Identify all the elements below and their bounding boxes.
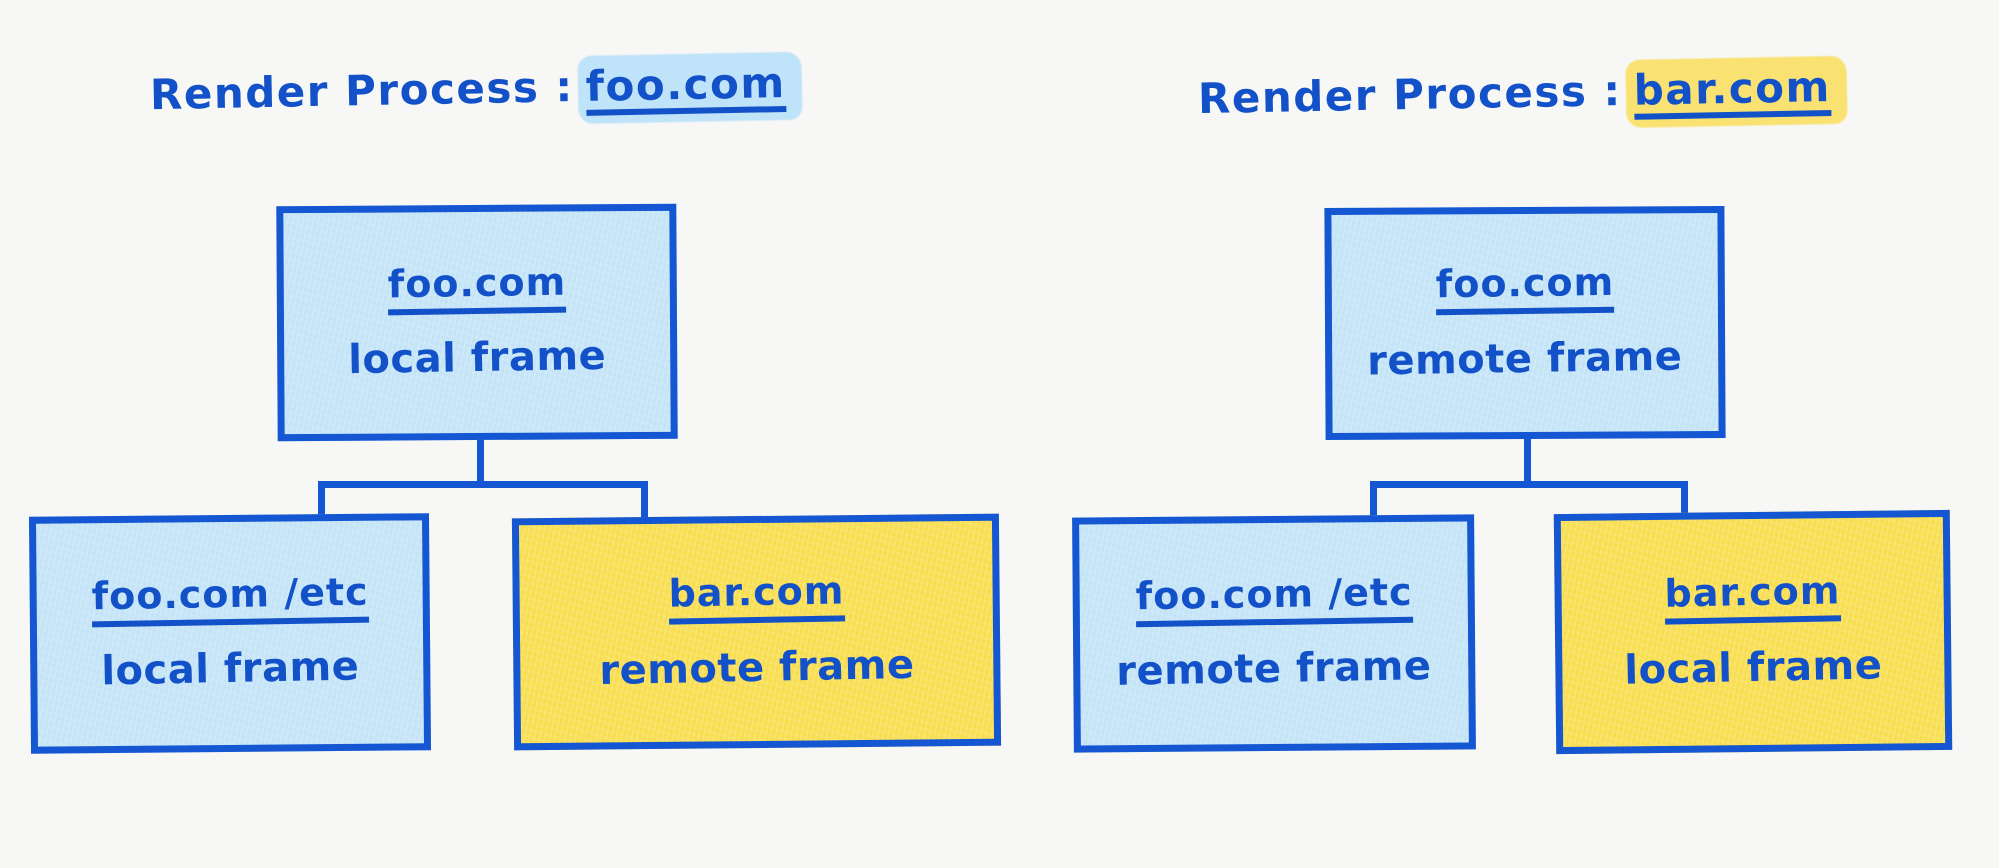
right-node-child-right-url: bar.com <box>1664 568 1842 625</box>
right-connector-to-child-right <box>1681 481 1688 521</box>
right-connector-to-child-left <box>1370 481 1377 521</box>
left-node-root[interactable]: foo.com local frame <box>276 203 678 442</box>
left-connector-to-child-left <box>318 481 325 521</box>
left-connector-root-drop <box>477 434 484 488</box>
right-connector-horizontal <box>1370 481 1688 488</box>
left-node-child-right-url: bar.com <box>668 568 845 625</box>
left-node-child-right[interactable]: bar.com remote frame <box>511 513 1002 751</box>
left-title-prefix: Render Process : <box>149 62 575 120</box>
left-node-root-url: foo.com <box>387 259 567 315</box>
right-connector-root-drop <box>1524 434 1531 488</box>
left-node-root-frame: local frame <box>347 333 607 384</box>
left-title-target: foo.com <box>585 58 787 116</box>
right-node-root-url: foo.com <box>1435 260 1615 316</box>
right-node-child-left-url: foo.com /etc <box>1135 569 1413 627</box>
right-node-child-right-frame: local frame <box>1623 642 1883 694</box>
right-diagram-title: Render Process :bar.com <box>1198 60 1842 130</box>
right-title-prefix: Render Process : <box>1197 66 1623 124</box>
left-connector-horizontal <box>318 481 648 488</box>
left-node-child-left-frame: local frame <box>100 643 360 695</box>
left-node-child-right-frame: remote frame <box>598 641 915 695</box>
left-node-child-left[interactable]: foo.com /etc local frame <box>28 513 432 754</box>
left-node-child-left-url: foo.com /etc <box>91 569 369 627</box>
left-diagram-title: Render Process :foo.com <box>150 56 797 126</box>
left-title-highlight: foo.com <box>579 56 796 118</box>
right-node-child-right[interactable]: bar.com local frame <box>1553 509 1953 755</box>
right-node-child-left[interactable]: foo.com /etc remote frame <box>1072 514 1476 753</box>
right-node-root-frame: remote frame <box>1367 333 1684 385</box>
left-connector-to-child-right <box>641 481 648 521</box>
right-title-highlight: bar.com <box>1627 60 1841 122</box>
right-node-root[interactable]: foo.com remote frame <box>1324 205 1726 441</box>
right-title-target: bar.com <box>1633 62 1832 120</box>
right-node-child-left-frame: remote frame <box>1116 643 1433 696</box>
